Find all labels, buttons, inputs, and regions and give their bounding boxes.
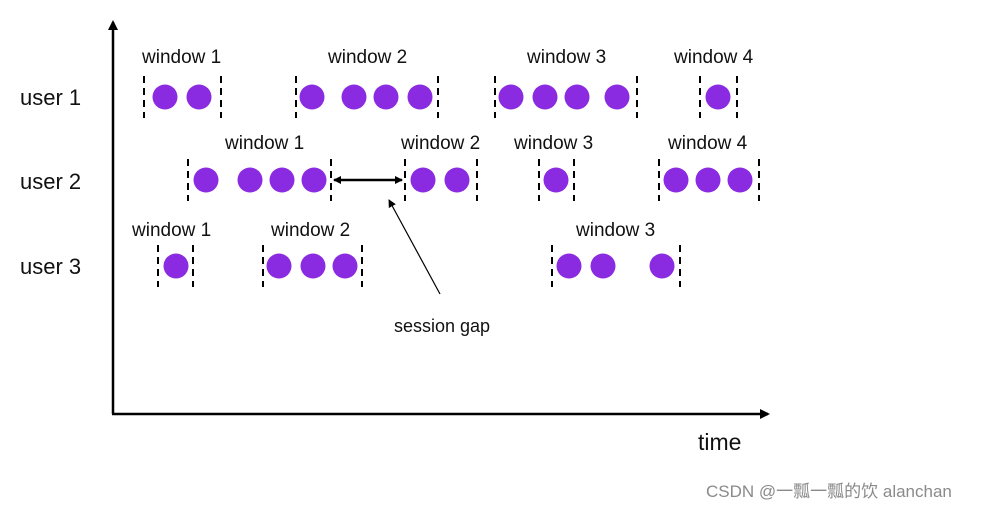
event-dot-u1-w2-1 — [299, 84, 325, 110]
event-dot-u3-w3-3 — [649, 253, 675, 279]
event-dot-u2-w4-2 — [695, 167, 721, 193]
event-dot-u2-w3-1 — [543, 167, 569, 193]
event-dot-u3-w2-1 — [266, 253, 292, 279]
event-dot-u3-w2-3 — [332, 253, 358, 279]
event-dot-u2-w1-3 — [269, 167, 295, 193]
window-label-u2-w1: window 1 — [225, 133, 305, 154]
window-label-u3-w1: window 1 — [132, 220, 212, 241]
x-axis-label: time — [698, 429, 742, 455]
event-dot-u2-w1-1 — [193, 167, 219, 193]
event-dot-u2-w2-2 — [444, 167, 470, 193]
window-label-u1-w1: window 1 — [142, 47, 222, 68]
event-dot-u2-w1-2 — [237, 167, 263, 193]
event-dot-u1-w3-4 — [604, 84, 630, 110]
event-dot-u3-w2-2 — [300, 253, 326, 279]
session-gap-label: session gap — [394, 316, 491, 336]
event-dot-u2-w4-1 — [663, 167, 689, 193]
session-gap-pointer — [388, 199, 441, 295]
event-dot-u1-w1-1 — [152, 84, 178, 110]
window-label-u2-w3: window 3 — [514, 133, 594, 154]
event-dot-u2-w4-3 — [727, 167, 753, 193]
window-label-u3-w2: window 2 — [271, 220, 351, 241]
window-label-u2-w4: window 4 — [668, 133, 748, 154]
window-label-u1-w4: window 4 — [674, 47, 754, 68]
window-label-u3-w3: window 3 — [576, 220, 656, 241]
user-label-3: user 3 — [20, 254, 82, 279]
event-dot-u1-w2-3 — [373, 84, 399, 110]
event-dot-u1-w3-2 — [532, 84, 558, 110]
user-label-1: user 1 — [20, 85, 82, 110]
window-label-u1-w3: window 3 — [527, 47, 607, 68]
event-dot-u1-w4-1 — [705, 84, 731, 110]
watermark: CSDN @一瓢一瓢的饮 alanchan — [706, 482, 952, 501]
event-dot-u1-w2-2 — [341, 84, 367, 110]
event-dot-u3-w3-1 — [556, 253, 582, 279]
event-dot-u1-w3-1 — [498, 84, 524, 110]
user-label-2: user 2 — [20, 169, 82, 194]
event-dot-u2-w2-1 — [410, 167, 436, 193]
event-dot-u2-w1-4 — [301, 167, 327, 193]
window-label-u2-w2: window 2 — [401, 133, 481, 154]
event-dot-u1-w1-2 — [186, 84, 212, 110]
event-dot-u1-w3-3 — [564, 84, 590, 110]
event-dot-u3-w1-1 — [163, 253, 189, 279]
event-dot-u3-w3-2 — [590, 253, 616, 279]
window-label-u1-w2: window 2 — [328, 47, 408, 68]
event-dot-u1-w2-4 — [407, 84, 433, 110]
